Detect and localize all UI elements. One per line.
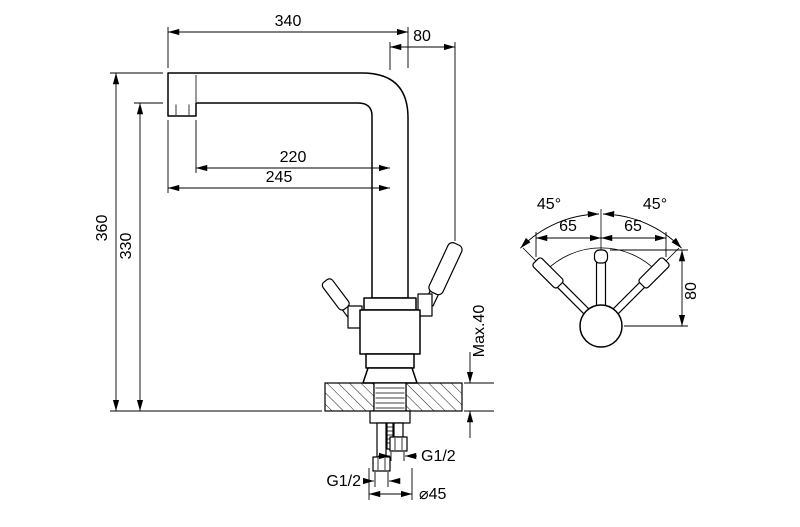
- deck-left: [324, 382, 375, 412]
- dim-245-label: 245: [266, 169, 293, 186]
- hose-left: [376, 422, 387, 458]
- tailpiece: [373, 382, 407, 412]
- dim-g12-right-label: G1/2: [421, 448, 456, 465]
- body-lower: [365, 353, 415, 369]
- central-handle-stem: [595, 259, 607, 309]
- top-view: 45° 45° 65 65 80: [520, 196, 700, 348]
- body-collar: [363, 297, 417, 311]
- dim-80-top-label: 80: [413, 28, 431, 45]
- right-valve-port: [417, 293, 433, 317]
- fitting-left: [372, 456, 391, 472]
- body-main: [359, 309, 421, 355]
- side-handle-left: [532, 257, 590, 315]
- front-view: 340 80 220 245 360 330 Max.40 G1/2 G1/2 …: [94, 13, 494, 503]
- dim-360-label: 360: [94, 215, 111, 242]
- dim-d45-label: ⌀45: [419, 486, 447, 503]
- dim-65-left-label: 65: [559, 218, 577, 235]
- body-top-view: [579, 304, 623, 348]
- dim-80-side-label: 80: [683, 282, 700, 300]
- dim-340-label: 340: [275, 13, 302, 30]
- central-handle-cap: [593, 249, 609, 264]
- dim-330-label: 330: [118, 233, 135, 260]
- hose-right: [393, 422, 404, 438]
- top-dimension-lines: [520, 211, 686, 326]
- front-dimension-lines: [112, 28, 474, 498]
- dim-max40-label: Max.40: [471, 305, 488, 358]
- swing-arc: [545, 247, 657, 272]
- dim-45deg-right-label: 45°: [643, 196, 667, 213]
- deck-right: [405, 382, 463, 412]
- dim-g12-left-label: G1/2: [326, 473, 361, 490]
- dim-220-label: 220: [280, 149, 307, 166]
- base-escutcheon: [362, 367, 418, 384]
- dim-65-right-label: 65: [624, 218, 642, 235]
- fitting-right: [389, 436, 408, 452]
- dim-45deg-left-label: 45°: [537, 196, 561, 213]
- side-handle-right: [612, 257, 670, 315]
- mounting-nut: [369, 410, 411, 424]
